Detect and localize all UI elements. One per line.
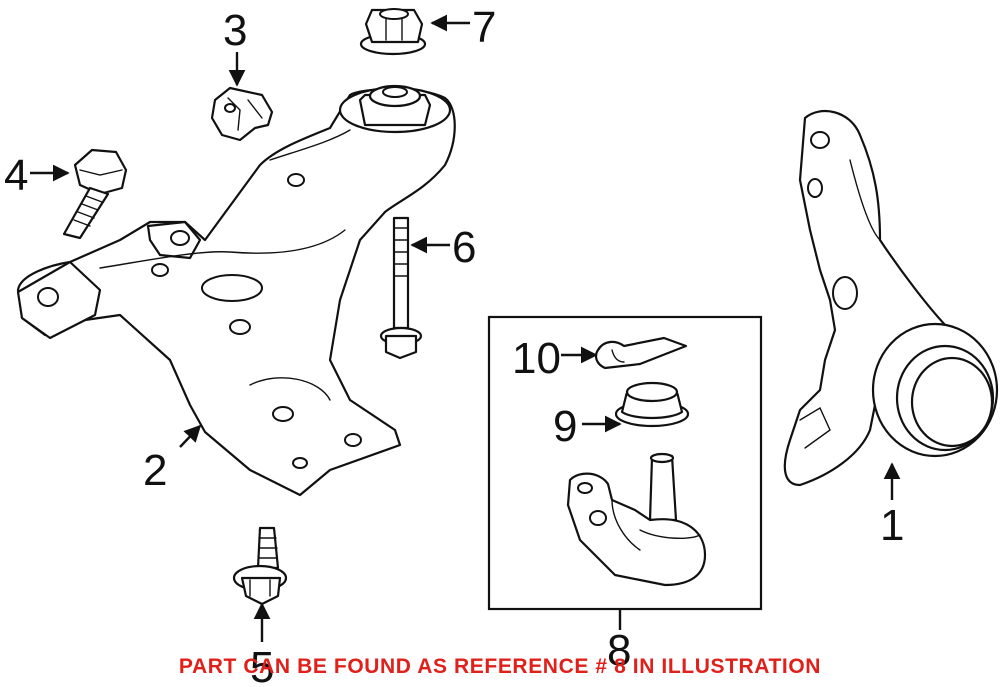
nut-part-7 [359, 8, 427, 56]
leader-arrows [30, 14, 901, 642]
arrow-2 [179, 424, 202, 448]
bolt-part-6 [379, 216, 423, 360]
bolt-part-4 [62, 148, 128, 240]
bushing-clip-part [210, 86, 274, 142]
callout-4: 4 [4, 151, 28, 200]
callout-8: 8 [607, 626, 631, 675]
callout-10: 10 [512, 334, 561, 383]
control-arm-part [16, 84, 456, 497]
reference-note: PART CAN BE FOUND AS REFERENCE # 8 IN IL… [178, 655, 822, 678]
callout-7: 7 [472, 3, 496, 52]
callout-6: 6 [452, 223, 476, 272]
callout-3: 3 [223, 6, 247, 55]
callout-9: 9 [553, 402, 577, 451]
clip-part-10 [594, 336, 688, 370]
steering-knuckle-part [783, 109, 999, 487]
ball-joint-part-8 [566, 452, 707, 587]
callout-2: 2 [143, 446, 167, 495]
dust-boot-part-9 [614, 381, 690, 428]
bolt-part-5 [232, 526, 288, 606]
callout-5: 5 [250, 643, 274, 687]
callout-1: 1 [880, 501, 904, 550]
ball-joint-kit-box [487, 315, 763, 611]
